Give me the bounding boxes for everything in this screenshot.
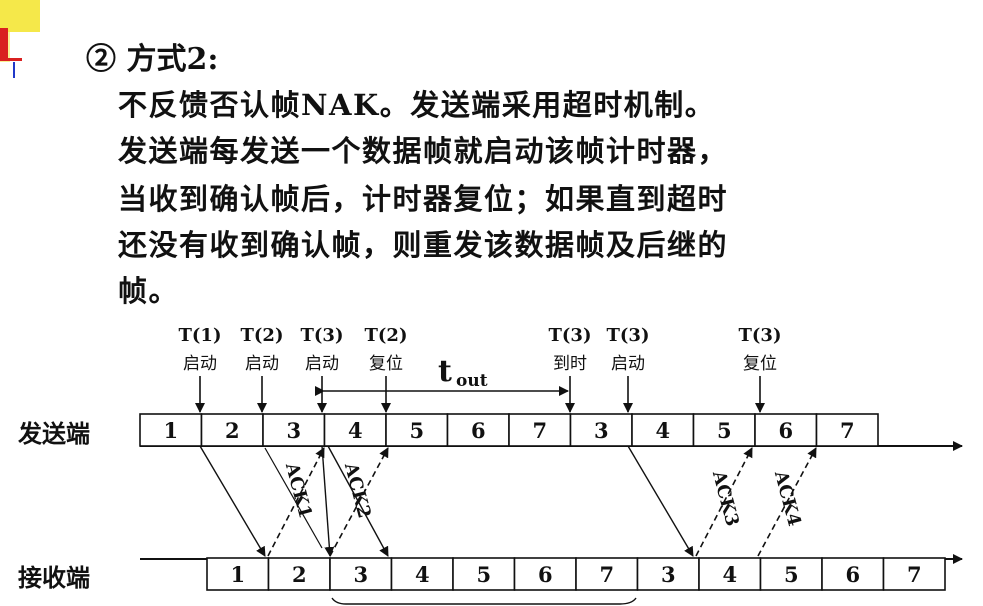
receiver-frame-box bbox=[390, 557, 454, 591]
timer-action: 启动 bbox=[305, 354, 339, 374]
timer-name: T(2) bbox=[365, 325, 408, 346]
section-heading: ② 方式2: bbox=[86, 42, 219, 77]
receiver-frame-label: 6 bbox=[845, 562, 860, 587]
timer-action: 复位 bbox=[369, 354, 403, 374]
receiver-frame-box bbox=[267, 557, 331, 591]
ack-arrow bbox=[757, 447, 817, 557]
ack-arrow bbox=[267, 447, 325, 557]
paragraph-line-5: 帧。 bbox=[118, 274, 180, 308]
timeout-subscript: out bbox=[456, 371, 488, 391]
ack-label: ACK4 bbox=[770, 468, 805, 529]
receiver-label: 接收端 bbox=[18, 563, 90, 592]
ack-label: ACK3 bbox=[708, 468, 743, 529]
sender-frame-label: 6 bbox=[778, 418, 793, 443]
timer-action: 启动 bbox=[183, 354, 217, 374]
sender-frame-label: 5 bbox=[717, 418, 732, 443]
sender-frame-label: 2 bbox=[225, 418, 240, 443]
data-frame-transmission-line bbox=[264, 447, 323, 549]
ack-arrow bbox=[695, 447, 753, 557]
sender-frame-box bbox=[446, 413, 510, 447]
receiver-frame-label: 4 bbox=[722, 562, 737, 587]
sender-frame-box bbox=[815, 413, 879, 447]
paragraph-line-2: 发送端每发送一个数据帧就启动该帧计时器， bbox=[118, 134, 729, 168]
ack-label: ACK2 bbox=[340, 460, 375, 521]
receiver-frame-label: 3 bbox=[661, 562, 676, 587]
sender-frame-label: 5 bbox=[409, 418, 424, 443]
receiver-frame-label: 7 bbox=[907, 562, 922, 587]
timer-name: T(3) bbox=[607, 325, 650, 346]
receiver-frame-box bbox=[882, 557, 946, 591]
retransmission-brace bbox=[331, 597, 637, 605]
ack-arrow bbox=[329, 447, 389, 557]
receiver-frame-box bbox=[636, 557, 700, 591]
sender-frame-box bbox=[385, 413, 449, 447]
receiver-frame-label: 5 bbox=[476, 562, 491, 587]
sender-frame-box bbox=[508, 413, 572, 447]
timer-name: T(3) bbox=[549, 325, 592, 346]
sender-frame-label: 4 bbox=[655, 418, 670, 443]
data-frame-transmission-arrow bbox=[327, 445, 389, 557]
timer-name: T(3) bbox=[739, 325, 782, 346]
sender-frame-box bbox=[200, 413, 264, 447]
paragraph-line-1: 不反馈否认帧NAK。发送端采用超时机制。 bbox=[118, 88, 716, 122]
receiver-frame-label: 1 bbox=[230, 562, 245, 587]
sender-frame-label: 1 bbox=[163, 418, 178, 443]
receiver-frame-box bbox=[698, 557, 762, 591]
timeout-label: t bbox=[438, 354, 452, 389]
sender-frame-box bbox=[139, 413, 203, 447]
receiver-frame-label: 2 bbox=[292, 562, 307, 587]
receiver-frame-label: 5 bbox=[784, 562, 799, 587]
receiver-frame-label: 6 bbox=[538, 562, 553, 587]
sender-frame-box bbox=[631, 413, 695, 447]
timer-action: 启动 bbox=[611, 354, 645, 374]
receiver-frame-label: 7 bbox=[599, 562, 614, 587]
paragraph-line-4: 还没有收到确认帧，则重发该数据帧及后继的 bbox=[118, 228, 729, 262]
data-frame-transmission-arrow bbox=[321, 445, 335, 557]
sender-label: 发送端 bbox=[18, 419, 90, 448]
sender-frame-label: 7 bbox=[840, 418, 855, 443]
sender-frame-box bbox=[262, 413, 326, 447]
data-frame-transmission-arrow bbox=[627, 445, 694, 557]
receiver-frame-box bbox=[513, 557, 577, 591]
corner-decoration bbox=[0, 0, 80, 80]
receiver-frame-label: 4 bbox=[415, 562, 430, 587]
receiver-frame-box bbox=[206, 557, 270, 591]
paragraph-line-3: 当收到确认帧后，计时器复位；如果直到超时 bbox=[118, 182, 729, 216]
timer-action: 启动 bbox=[245, 354, 279, 374]
corner-decoration-graphic bbox=[0, 0, 40, 78]
sender-frame-label: 3 bbox=[286, 418, 301, 443]
sender-frame-box bbox=[692, 413, 756, 447]
data-frame-transmission-arrow bbox=[199, 445, 266, 557]
receiver-frame-box bbox=[329, 557, 393, 591]
timer-name: T(1) bbox=[179, 325, 222, 346]
ack-label: ACK1 bbox=[281, 460, 316, 521]
sender-frame-label: 7 bbox=[532, 418, 547, 443]
timer-name: T(3) bbox=[301, 325, 344, 346]
sender-frame-label: 4 bbox=[348, 418, 363, 443]
sender-frame-label: 3 bbox=[594, 418, 609, 443]
receiver-frame-box bbox=[759, 557, 823, 591]
sender-frame-label: 6 bbox=[471, 418, 486, 443]
receiver-frame-label: 3 bbox=[353, 562, 368, 587]
timer-action: 复位 bbox=[743, 354, 777, 374]
timer-action: 到时 bbox=[553, 354, 587, 374]
timer-name: T(2) bbox=[241, 325, 284, 346]
